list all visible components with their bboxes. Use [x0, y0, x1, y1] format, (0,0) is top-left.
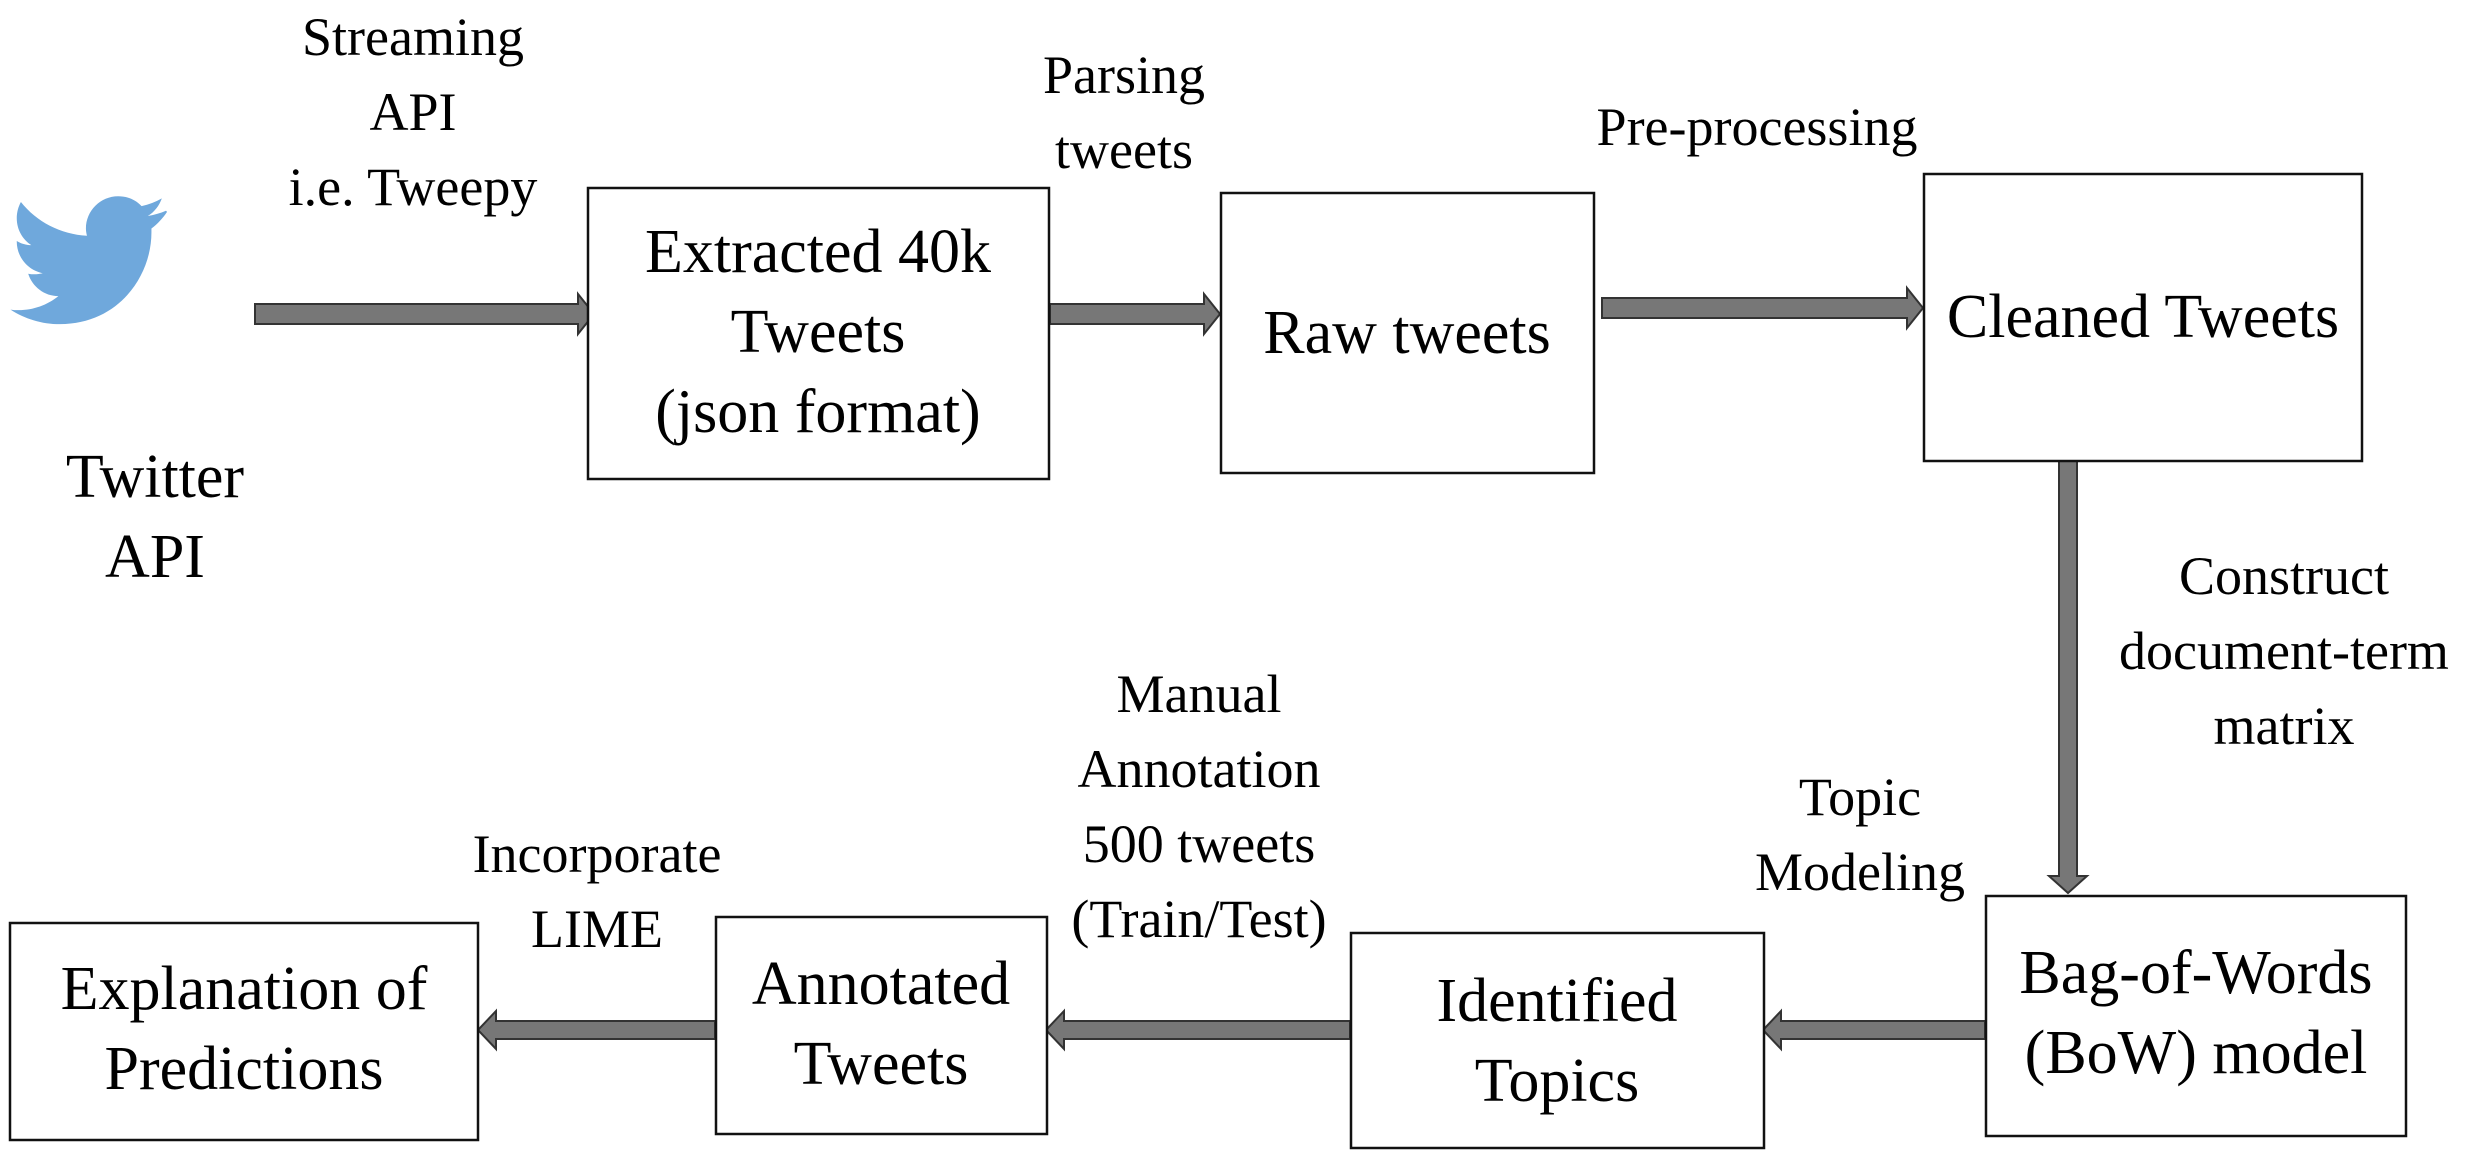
node-raw-line-1: Raw tweets: [1263, 299, 1551, 367]
twitter-api-line-1: Twitter: [66, 443, 245, 511]
arrow-cleaned-to-bow: [2046, 460, 2090, 895]
edge-streaming-line-1: Streaming: [302, 7, 524, 67]
node-topics-line-2: Topics: [1475, 1047, 1639, 1115]
edge-parsing-line-1: Parsing: [1043, 45, 1205, 105]
edge-topic-modeling-line-1: Topic: [1799, 767, 1921, 827]
node-annotated-tweets: Annotated Tweets: [714, 915, 1049, 1136]
edge-label-parsing: Parsing tweets: [1043, 45, 1205, 180]
node-bow-line-1: Bag-of-Words: [2019, 939, 2372, 1007]
twitter-bird-icon: [10, 196, 168, 325]
arrow-topics-to-annotated: [1044, 1008, 1351, 1052]
twitter-api-label: Twitter API: [66, 443, 245, 591]
node-annotated-line-2: Tweets: [794, 1030, 969, 1098]
twitter-api-line-2: API: [105, 523, 205, 591]
node-explanation-line-1: Explanation of: [61, 955, 428, 1023]
edge-streaming-line-2: API: [369, 82, 456, 142]
node-extracted-line-1: Extracted 40k: [645, 218, 991, 286]
arrow-annotated-to-explanation: [476, 1008, 716, 1052]
node-bow-model: Bag-of-Words (BoW) model: [1984, 894, 2408, 1138]
node-annotated-line-1: Annotated: [752, 950, 1010, 1018]
edge-label-preprocessing: Pre-processing: [1597, 97, 1918, 157]
edge-manual-line-3: 500 tweets: [1083, 814, 1315, 874]
edge-manual-line-2: Annotation: [1078, 739, 1321, 799]
node-bow-line-2: (BoW) model: [2025, 1019, 2368, 1087]
node-explanation-line-2: Predictions: [105, 1035, 384, 1103]
node-extracted-line-3: (json format): [655, 378, 980, 446]
arrow-extracted-to-raw: [1049, 291, 1222, 337]
arrow-twitter-to-extracted: [254, 291, 596, 337]
edge-label-manual-annotation: Manual Annotation 500 tweets (Train/Test…: [1071, 664, 1326, 949]
node-topics-line-1: Identified: [1436, 967, 1677, 1035]
edge-lime-line-2: LIME: [531, 899, 663, 959]
node-extracted-tweets: Extracted 40k Tweets (json format): [586, 186, 1051, 481]
node-cleaned-tweets: Cleaned Tweets: [1922, 172, 2364, 463]
arrow-raw-to-cleaned: [1601, 285, 1925, 331]
node-raw-tweets: Raw tweets: [1219, 191, 1596, 475]
edge-label-lime: Incorporate LIME: [473, 824, 722, 959]
edge-parsing-line-2: tweets: [1055, 120, 1193, 180]
node-extracted-line-2: Tweets: [731, 298, 906, 366]
edge-label-topic-modeling: Topic Modeling: [1755, 767, 1965, 902]
edge-label-streaming: Streaming API i.e. Tweepy: [289, 7, 538, 217]
edge-preprocessing-line-1: Pre-processing: [1597, 97, 1918, 157]
edge-manual-line-4: (Train/Test): [1071, 889, 1326, 949]
edge-manual-line-1: Manual: [1117, 664, 1282, 724]
node-cleaned-line-1: Cleaned Tweets: [1947, 283, 2339, 351]
edge-construct-line-2: document-term: [2119, 621, 2449, 681]
edge-label-construct: Construct document-term matrix: [2119, 546, 2449, 756]
node-explanation-of-predictions: Explanation of Predictions: [8, 921, 480, 1142]
node-identified-topics: Identified Topics: [1349, 931, 1766, 1150]
arrow-bow-to-topics: [1761, 1008, 1986, 1052]
edge-construct-line-1: Construct: [2179, 546, 2389, 606]
edge-lime-line-1: Incorporate: [473, 824, 722, 884]
edge-topic-modeling-line-2: Modeling: [1755, 842, 1965, 902]
edge-streaming-line-3: i.e. Tweepy: [289, 157, 538, 217]
edge-construct-line-3: matrix: [2214, 696, 2355, 756]
